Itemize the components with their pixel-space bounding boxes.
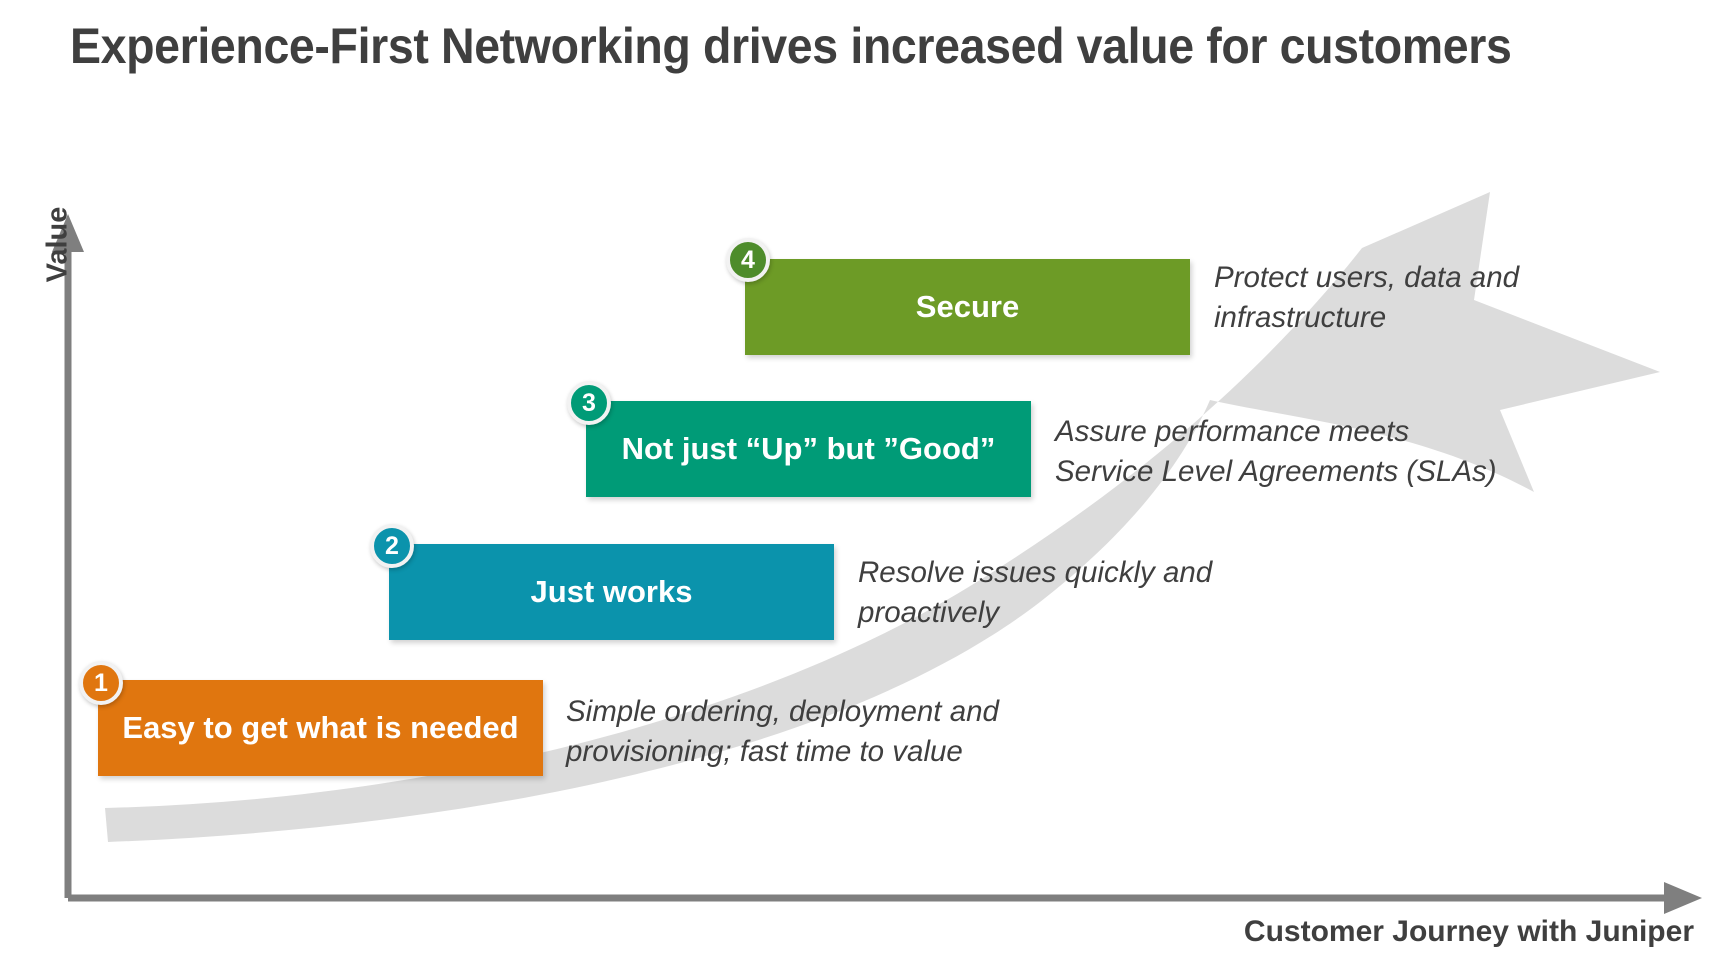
x-axis-label: Customer Journey with Juniper — [1243, 915, 1694, 948]
step-number-text: 2 — [385, 531, 399, 560]
step-number-badge-4: 4 — [726, 238, 770, 282]
step-bar-2[interactable]: Just works — [389, 544, 834, 640]
step-annotation-3: Assure performance meets Service Level A… — [1055, 415, 1497, 489]
step-bar-label: Easy to get what is needed — [122, 710, 519, 745]
step-bar-1[interactable]: Easy to get what is needed — [98, 680, 543, 776]
step-number-badge-3: 3 — [567, 381, 611, 425]
step-number-text: 1 — [94, 668, 108, 697]
step-bar-3[interactable]: Not just “Up” but ”Good” — [586, 401, 1031, 497]
step-bar-4[interactable]: Secure — [745, 259, 1190, 355]
step-number-badge-1: 1 — [79, 661, 123, 705]
step-bar-label: Secure — [915, 289, 1020, 324]
y-axis-label: Value — [41, 206, 74, 283]
step-annotation-2: Resolve issues quickly and proactively — [858, 556, 1213, 630]
step-number-text: 4 — [741, 245, 755, 274]
step-annotation-1: Simple ordering, deployment and provisio… — [566, 695, 999, 769]
step-number-badge-2: 2 — [370, 524, 414, 568]
step-annotation-4: Protect users, data and infrastructure — [1214, 261, 1520, 335]
step-bar-label: Not just “Up” but ”Good” — [621, 431, 996, 466]
step-bar-label: Just works — [530, 574, 693, 609]
step-number-text: 3 — [582, 388, 596, 417]
page-title: Experience-First Networking drives incre… — [70, 18, 1512, 74]
